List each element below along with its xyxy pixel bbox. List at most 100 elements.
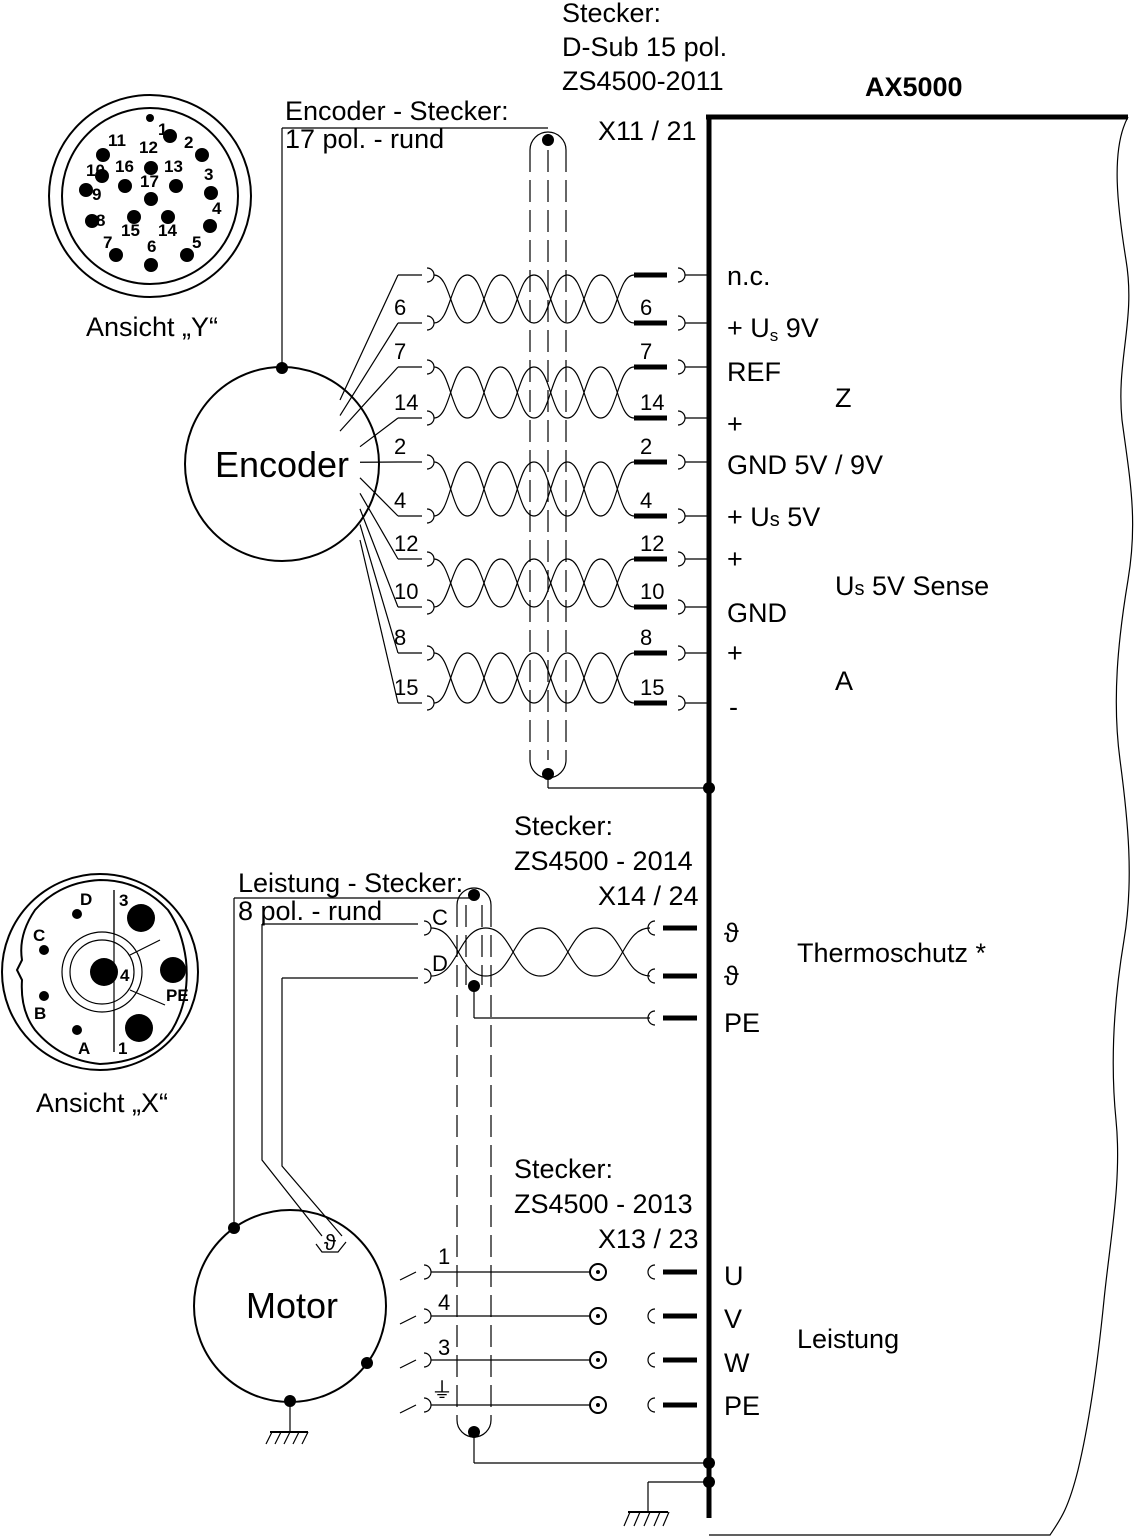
signal-label: + [727, 638, 743, 668]
signal-label: + Us 5V [727, 502, 820, 532]
encoder-pin-number: 14 [394, 390, 418, 415]
terminal [589, 1263, 607, 1281]
round-pin-label: 15 [121, 221, 140, 240]
encoder-pin-number: 15 [394, 675, 418, 700]
round-pin [163, 129, 177, 143]
round-pin [109, 248, 123, 262]
encoder-pin-number: 7 [394, 339, 406, 364]
thermo-signal: ϑ [724, 918, 739, 948]
pin-3: 3 [119, 891, 128, 910]
power-wires: ⏚ [399, 1263, 697, 1414]
power-stecker-label: Stecker: [514, 1154, 613, 1184]
round-pin-label: 10 [86, 161, 105, 180]
motor-name: Motor [246, 1285, 338, 1326]
round-pin-label: 13 [164, 157, 183, 176]
encoder-pin-number: 4 [394, 488, 406, 513]
power-cable-pins: 8 pol. - rund [238, 896, 382, 926]
dsub-pin-number: 8 [640, 625, 652, 650]
signal-label: REF [727, 357, 781, 387]
encoder-pin-number: 6 [394, 295, 406, 320]
thermo-stecker-label: Stecker: [514, 811, 613, 841]
round-pin-label: 5 [192, 233, 201, 252]
round-pin-label: 12 [139, 138, 158, 157]
round-pin-label: 9 [92, 185, 101, 204]
encoder-pin-number: 10 [394, 579, 418, 604]
round-pin-label: 6 [147, 237, 156, 256]
motor-symbol: Motor ϑ [193, 923, 418, 1445]
encoder-signal-labels: n.c. + Us 9V REF + GND 5V / 9V + Us 5V +… [727, 261, 989, 722]
dsub-pin-number: 14 [640, 390, 664, 415]
encoder-cable-shield [529, 131, 715, 794]
round-pin [118, 179, 132, 193]
power-part-number: ZS4500 - 2013 [514, 1189, 693, 1219]
round-pin-label: 1 [158, 120, 167, 139]
view-y-label: Ansicht „Y“ [86, 312, 218, 342]
pe-ground-symbol: ⏚ [431, 1378, 453, 1403]
round-pin [96, 148, 110, 162]
round-pin [169, 179, 183, 193]
dsub-pin-number: 10 [640, 579, 664, 604]
round-pin [85, 214, 99, 228]
group-label-sense: Us 5V Sense [835, 571, 989, 601]
wire-label-c: C [432, 905, 448, 930]
terminal [589, 1396, 607, 1414]
thermo-port: X14 / 24 [598, 881, 699, 911]
group-label-a: A [835, 666, 853, 696]
signal-label: - [729, 692, 738, 722]
pin-b: B [34, 1004, 46, 1023]
signal-label: + Us 9V [727, 313, 819, 345]
encoder-pin-number: 12 [394, 531, 418, 556]
thermo-part-number: ZS4500 - 2014 [514, 846, 693, 876]
round-pin-label: 7 [103, 233, 112, 252]
encoder-pin-number: 2 [394, 434, 406, 459]
round-pin [203, 219, 217, 233]
signal-label: GND 5V / 9V [727, 450, 883, 480]
thermo-signal: ϑ [724, 961, 739, 991]
round-pin [144, 161, 158, 175]
thermo-connector-labels: Stecker: ZS4500 - 2014 X14 / 24 Leistung… [233, 811, 987, 1228]
power-cable-shield [456, 887, 715, 1527]
group-label-z: Z [835, 383, 852, 413]
device-title: AX5000 [865, 72, 963, 102]
dsub-pin-number: 2 [640, 434, 652, 459]
signal-label: GND [727, 598, 787, 628]
round-pin-label: 14 [158, 221, 177, 240]
round-pin-label: 3 [204, 165, 213, 184]
group-label-power: Leistung [797, 1324, 899, 1354]
terminal [589, 1351, 607, 1369]
power-signal: U [724, 1261, 744, 1291]
pin-d: D [80, 890, 92, 909]
encoder-connector-labels: Stecker: D-Sub 15 pol. ZS4500-2011 X11 /… [281, 0, 727, 368]
dsub-pin-number: 12 [640, 531, 664, 556]
pin-c: C [33, 926, 45, 945]
encoder-cable-label: Encoder - Stecker: [285, 96, 509, 126]
wire-label-d: D [432, 951, 448, 976]
round-pin-label: 16 [115, 157, 134, 176]
power-signal: W [724, 1348, 750, 1378]
round-pin [195, 148, 209, 162]
signal-label: + [727, 409, 743, 439]
power-cable-label: Leistung - Stecker: [238, 868, 463, 898]
dsub-pin-number: 4 [640, 488, 652, 513]
encoder-name: Encoder [215, 444, 349, 485]
encoder-part-number: ZS4500-2011 [562, 66, 724, 96]
round-pin-label: 17 [140, 172, 159, 191]
encoder-symbol: Encoder [184, 362, 380, 562]
power-port: X13 / 23 [598, 1224, 699, 1254]
power-connector-labels: Stecker: ZS4500 - 2013 X13 / 23 U V W PE… [438, 1154, 899, 1421]
encoder-stecker-label: Stecker: [562, 0, 661, 28]
signal-label: n.c. [727, 261, 771, 291]
thermo-signal: PE [724, 1008, 760, 1038]
connector-view-x: D 3 C 4 PE B A 1 Ansicht „X“ [1, 873, 199, 1118]
terminal [589, 1307, 607, 1325]
round-pin [144, 192, 158, 206]
motor-thermo-symbol: ϑ [324, 1230, 336, 1255]
power-signal: V [724, 1304, 742, 1334]
encoder-connector-type: D-Sub 15 pol. [562, 32, 727, 62]
encoder-port: X11 / 21 [598, 116, 697, 146]
encoder-pin-number: 8 [394, 625, 406, 650]
power-signal: PE [724, 1391, 760, 1421]
group-label-thermo: Thermoschutz * [797, 938, 987, 968]
